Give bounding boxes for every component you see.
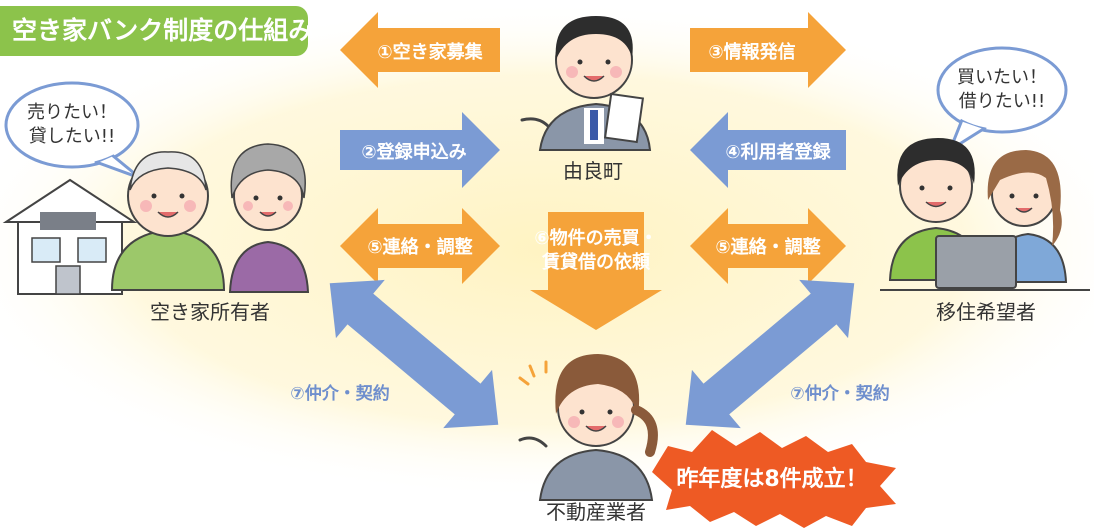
owner-label: 空き家所有者 <box>150 300 270 324</box>
migrant-bubble-line1: 買いたい！ <box>957 67 1047 88</box>
arrow-6-request: ⑥物件の売買・ 賃貸借の依頼 <box>530 212 662 330</box>
arrow-6-label-line2: 賃貸借の依頼 <box>541 251 651 273</box>
success-badge: 昨年度は8件成立！ <box>652 430 896 528</box>
arrow-5-left-label: ⑤連絡・調整 <box>367 236 472 258</box>
arrow-1-recruit: ①空き家募集 <box>340 12 500 88</box>
arrow-3-label: ③情報発信 <box>708 41 795 63</box>
migrant-label: 移住希望者 <box>936 300 1036 324</box>
arrow-5-left-coordination: ⑤連絡・調整 <box>340 208 500 284</box>
arrow-1-label: ①空き家募集 <box>377 41 483 63</box>
badge-text: 昨年度は8件成立！ <box>676 466 867 492</box>
arrow-2-label: ②登録申込み <box>361 141 466 163</box>
background-glow <box>0 0 1094 500</box>
arrow-7-left-label: ⑦仲介・契約 <box>290 383 389 404</box>
owner-speech-bubble: 売りたい！ 貸したい!! <box>4 81 142 180</box>
house-illustration <box>2 178 138 295</box>
migrant-bubble-line2: 借りたい!! <box>959 91 1045 112</box>
owner-bubble-line1: 売りたい！ <box>27 102 117 123</box>
page-title: 空き家バンク制度の仕組み <box>0 6 313 56</box>
migrant-couple-illustration <box>880 138 1090 291</box>
arrow-5-right-coordination: ⑤連絡・調整 <box>690 208 846 284</box>
migrant-speech-bubble: 買いたい！ 借りたい!! <box>936 46 1068 152</box>
town-label: 由良町 <box>563 159 623 183</box>
arrow-2-register: ②登録申込み <box>340 112 500 188</box>
arrow-5-right-label: ⑤連絡・調整 <box>715 236 820 258</box>
arrow-6-label-line1: ⑥物件の売買・ <box>534 227 657 249</box>
arrow-7-right-label: ⑦仲介・契約 <box>790 383 889 404</box>
town-official-illustration <box>520 16 652 151</box>
real-estate-agent-illustration <box>518 354 658 501</box>
owner-bubble-line2: 貸したい!! <box>29 126 115 147</box>
arrow-4-user-registration: ④利用者登録 <box>690 112 846 188</box>
arrow-7-right-brokerage <box>685 279 855 429</box>
owner-couple-illustration <box>110 143 310 293</box>
arrow-4-label: ④利用者登録 <box>725 141 831 163</box>
arrow-3-publish: ③情報発信 <box>690 12 846 88</box>
agent-label: 不動産業者 <box>546 500 646 524</box>
arrow-7-left-brokerage <box>329 279 499 429</box>
